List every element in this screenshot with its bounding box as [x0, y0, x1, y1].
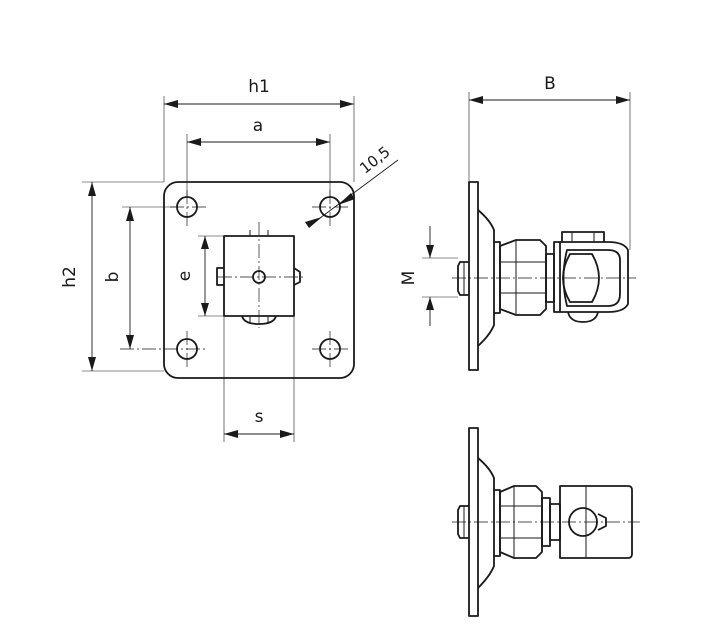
label-B: B	[544, 74, 556, 94]
label-a: a	[253, 116, 263, 136]
dim-h2: h2	[60, 181, 164, 372]
dim-s: s	[223, 316, 295, 442]
base-plate	[163, 181, 355, 379]
label-h1: h1	[248, 77, 270, 97]
dim-b: b	[103, 206, 177, 349]
label-M: M	[399, 271, 419, 286]
hole-center-lines	[120, 190, 348, 367]
side-plate	[468, 181, 479, 371]
label-b: b	[103, 272, 123, 283]
top-view-eye-block	[559, 485, 633, 559]
top-view	[452, 427, 640, 617]
dim-B: B	[468, 74, 631, 250]
top-view-hex-nut	[499, 485, 543, 559]
label-hole-diameter: 10,5	[356, 143, 393, 178]
label-s: s	[255, 407, 264, 427]
dim-h1: h1	[163, 77, 355, 182]
front-view: h1 a 10,5 h2	[60, 77, 399, 442]
side-view: B M	[399, 74, 636, 371]
hex-nut	[499, 239, 547, 316]
label-h2: h2	[60, 266, 80, 288]
dim-M: M	[399, 226, 458, 326]
dim-a: a	[186, 116, 331, 197]
dim-hole-diameter: 10,5	[305, 143, 399, 228]
dim-e: e	[175, 235, 224, 317]
label-e: e	[175, 271, 195, 281]
